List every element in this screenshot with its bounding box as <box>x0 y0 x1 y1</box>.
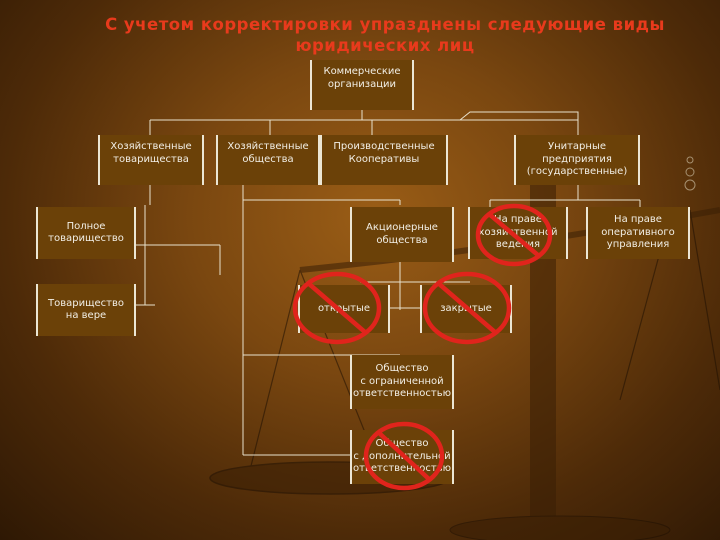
prohibited-icon-closed <box>422 271 512 345</box>
node-limited-partnership: Товарищество на вере <box>36 284 136 336</box>
node-full-partnership: Полное товарищество <box>36 207 136 259</box>
node-limited-liability-company: Общество с ограниченной ответственностью <box>350 355 454 409</box>
slide-title: С учетом корректировки упразднены следую… <box>105 15 665 55</box>
node-business-companies: Хозяйственные общества <box>216 135 320 185</box>
node-joint-stock-companies: Акционерные общества <box>350 207 454 262</box>
prohibited-icon-economic-management <box>475 203 553 267</box>
node-commercial-organizations: Коммерческие организации <box>310 60 414 110</box>
prohibited-icon-additional-liability <box>363 421 445 491</box>
node-unitary-enterprises: Унитарные предприятия (государственные) <box>514 135 640 185</box>
node-production-cooperatives: Производственные Кооперативы <box>320 135 448 185</box>
node-business-partnerships: Хозяйственные товарищества <box>98 135 204 185</box>
node-operative-management: На праве оперативного управления <box>586 207 690 259</box>
prohibited-icon-open <box>292 271 382 345</box>
